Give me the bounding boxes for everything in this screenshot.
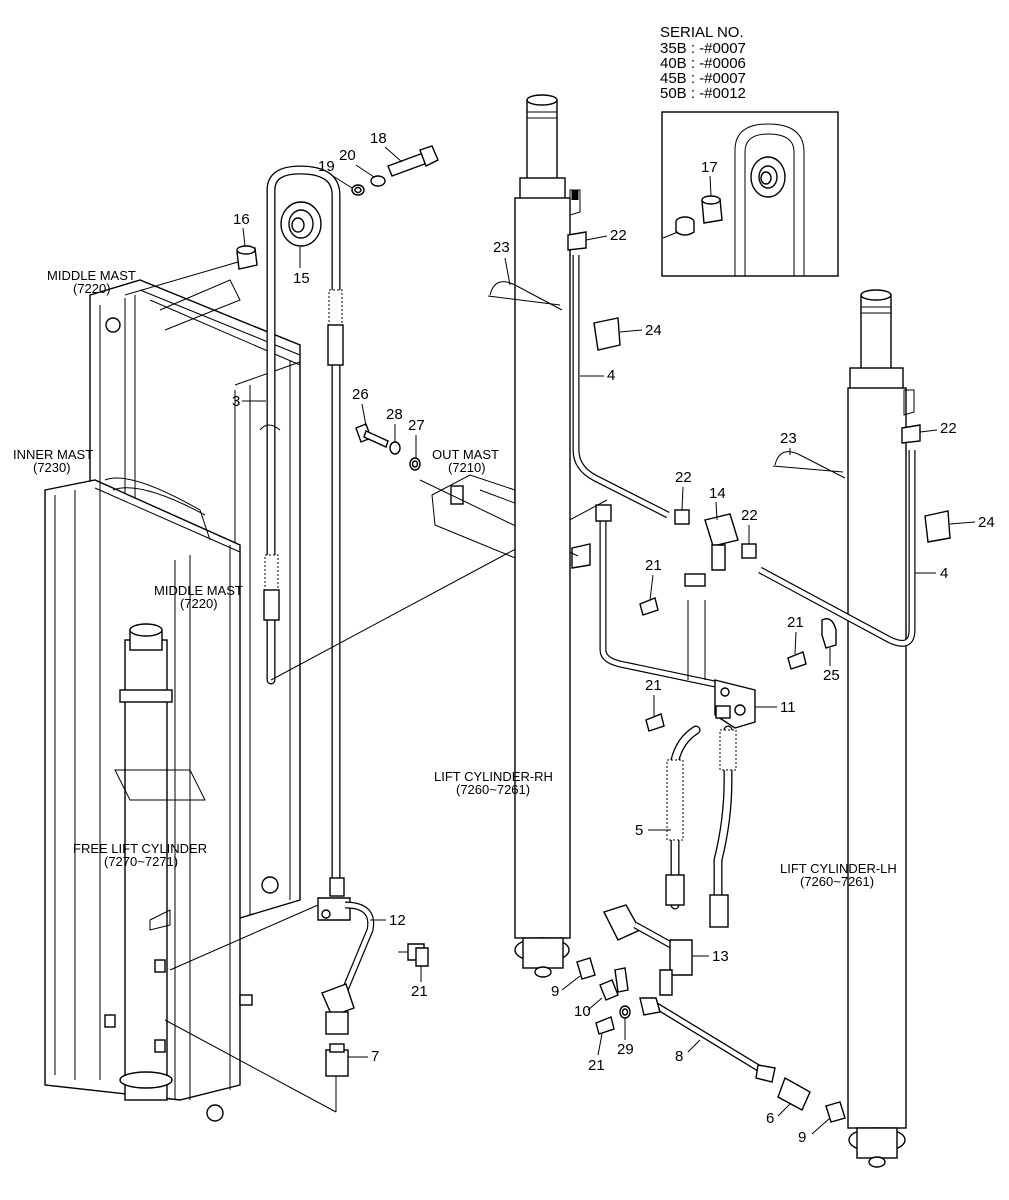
serial-line-50b: 50B : -#0012: [660, 85, 746, 102]
callout-11: 11: [780, 699, 796, 716]
label-free-lift-cylinder: FREE LIFT CYLINDER: [73, 841, 207, 856]
callout-8: 8: [675, 1048, 683, 1065]
callout-3: 3: [232, 393, 240, 410]
label-middle-mast-mid-code: (7220): [180, 596, 218, 611]
label-middle-mast-top-code: (7220): [73, 281, 111, 296]
label-middle-mast-mid: MIDDLE MAST: [154, 583, 243, 598]
label-middle-mast-top: MIDDLE MAST: [47, 268, 136, 283]
callout-21-b: 21: [787, 614, 804, 631]
out-mast-hardware: OUT MAST (7210): [355, 423, 591, 569]
serial-line-45b: 45B : -#0007: [660, 70, 746, 87]
callout-5: 5: [635, 822, 643, 839]
callout-14: 14: [709, 485, 726, 502]
callout-21-d: 21: [411, 983, 428, 1000]
label-inner-mast: INNER MAST: [13, 447, 93, 462]
callout-25: 25: [823, 667, 840, 684]
callout-21-e: 21: [588, 1057, 605, 1074]
callout-22-lh-top: 22: [940, 420, 957, 437]
hose-and-sheave: [164, 145, 608, 1113]
serial-line-35b: 35B : -#0007: [660, 40, 746, 57]
label-out-mast-code: (7210): [448, 460, 486, 475]
callout-4-rh: 4: [607, 367, 615, 384]
lift-cylinder-rh: LIFT CYLINDER-RH (7260~7261): [434, 94, 571, 978]
callout-23-rh: 23: [493, 239, 510, 256]
callout-4-lh: 4: [940, 565, 948, 582]
label-lift-cylinder-rh-code: (7260~7261): [456, 782, 530, 797]
callout-12: 12: [389, 912, 406, 929]
label-out-mast: OUT MAST: [432, 447, 499, 462]
callout-20: 20: [339, 147, 356, 164]
mast-assembly: MIDDLE MAST (7220) INNER MAST (7230) MID…: [13, 261, 301, 1122]
callout-6: 6: [766, 1110, 774, 1127]
callouts: 18 19 20 16 15 3 26 28 27 23 22 24 4 22 …: [232, 130, 995, 1146]
callout-21-c: 21: [645, 677, 662, 694]
callout-24-lh: 24: [978, 514, 995, 531]
callout-28: 28: [386, 406, 403, 423]
serial-line-40b: 40B : -#0006: [660, 55, 746, 72]
label-inner-mast-code: (7230): [33, 460, 71, 475]
valve-block-and-hoses: [576, 679, 846, 1123]
inset-detail-box: 17: [661, 111, 839, 277]
callout-27: 27: [408, 417, 425, 434]
callout-7: 7: [371, 1048, 379, 1065]
callout-22-mid-right: 22: [741, 507, 758, 524]
callout-26: 26: [352, 386, 369, 403]
callout-21-a: 21: [645, 557, 662, 574]
callout-13: 13: [712, 948, 729, 965]
callout-9-rh: 9: [551, 983, 559, 1000]
callout-22-mid-left: 22: [675, 469, 692, 486]
label-lift-cylinder-rh: LIFT CYLINDER-RH: [434, 769, 553, 784]
callout-9-lh: 9: [798, 1129, 806, 1146]
callout-19: 19: [318, 158, 335, 175]
callout-24-rh: 24: [645, 322, 662, 339]
pipes: [415, 189, 951, 1035]
callout-23-lh: 23: [780, 430, 797, 447]
label-lift-cylinder-lh: LIFT CYLINDER-LH: [780, 861, 897, 876]
serial-title: SERIAL NO.: [660, 24, 744, 41]
callout-10: 10: [574, 1003, 591, 1020]
callout-16: 16: [233, 211, 250, 228]
lift-cylinder-lh: LIFT CYLINDER-LH (7260~7261): [780, 289, 907, 1168]
label-lift-cylinder-lh-code: (7260~7261): [800, 874, 874, 889]
callout-22-rh-top: 22: [610, 227, 627, 244]
serial-number-block: SERIAL NO. 35B : -#0007 40B : -#0006 45B…: [660, 24, 746, 102]
callout-15: 15: [293, 270, 310, 287]
callout-18: 18: [370, 130, 387, 147]
label-free-lift-cylinder-code: (7270~7271): [104, 854, 178, 869]
callout-17: 17: [701, 159, 718, 176]
callout-29: 29: [617, 1041, 634, 1058]
